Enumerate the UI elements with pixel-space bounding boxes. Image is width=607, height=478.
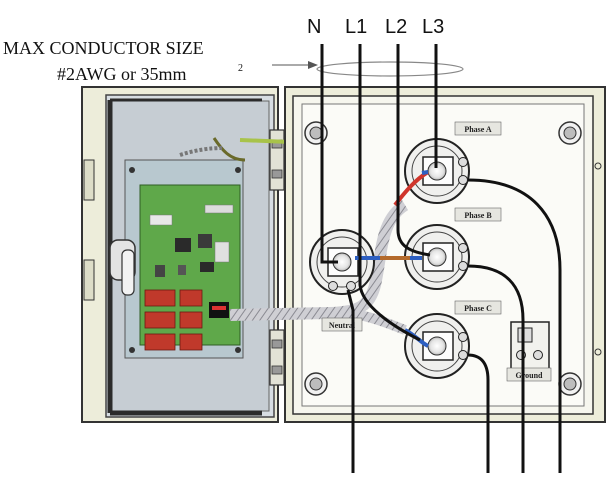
wire-label-n: N: [307, 16, 321, 38]
wire-label-l2: L2: [385, 16, 407, 38]
load-wire-n: [346, 289, 355, 473]
conductor-note-superscript: 2: [238, 63, 243, 74]
label-phase-a: Phase A: [454, 121, 502, 136]
label-neutral: Neutral: [321, 317, 363, 332]
svg-text:Ground: Ground: [516, 371, 544, 380]
conductor-note-line2: #2AWG or 35mm: [57, 64, 187, 84]
conductor-arrow: [272, 61, 318, 69]
supply-wire-l1: [358, 44, 421, 342]
svg-text:Phase C: Phase C: [464, 304, 492, 313]
hinge-bottom: [269, 329, 285, 386]
label-ground: Ground: [506, 367, 552, 382]
label-phase-b: Phase B: [454, 207, 502, 222]
terminal-phase-b: [404, 224, 470, 290]
supply-wire-n: [320, 44, 338, 264]
supply-wire-l2: [396, 44, 431, 257]
load-wire-phase-a: [467, 178, 562, 473]
label-phase-c: Phase C: [454, 300, 502, 315]
terminal-neutral: [309, 229, 375, 295]
wire-bundle-ellipse: [316, 61, 464, 77]
wire-label-l1: L1: [345, 16, 367, 38]
load-wire-phase-b: [467, 264, 525, 473]
terminal-ground: [510, 321, 550, 371]
terminal-phase-c: [404, 313, 470, 379]
circuit-board: [124, 159, 244, 359]
load-wire-phase-c: [467, 353, 490, 473]
corner-screws: [304, 121, 582, 396]
hinge-top: [269, 129, 285, 191]
svg-text:Phase B: Phase B: [464, 211, 492, 220]
svg-text:Neutral: Neutral: [329, 321, 356, 330]
door-cable: [179, 137, 291, 162]
svg-text:Phase A: Phase A: [464, 125, 492, 134]
terminal-phase-a: [404, 138, 470, 204]
conductor-note-line1: MAX CONDUCTOR SIZE: [3, 38, 204, 58]
wire-label-l3: L3: [422, 16, 444, 38]
door-handle: [109, 239, 136, 296]
